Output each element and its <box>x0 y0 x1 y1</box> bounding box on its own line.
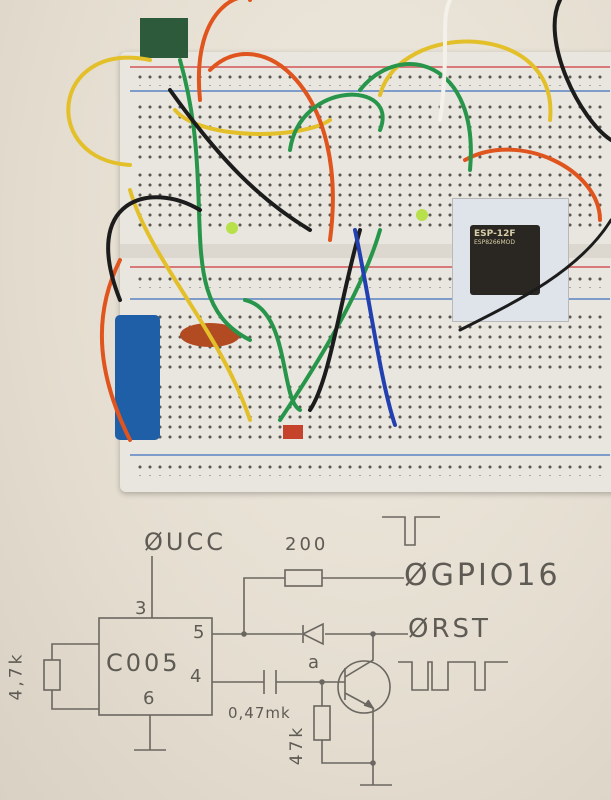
wires <box>66 0 611 442</box>
orange-wire <box>208 52 335 242</box>
black-wire <box>168 88 312 232</box>
emitter-arrow <box>363 699 375 710</box>
blue-wire <box>353 228 397 427</box>
junction-dot <box>241 631 247 637</box>
resistor-bottom-value: 47k <box>287 724 308 766</box>
terminal-holes <box>135 382 605 442</box>
junction-dot <box>370 631 376 637</box>
resistor-left <box>43 659 61 691</box>
sensor-module <box>140 18 188 58</box>
chip-label: C005 <box>106 649 181 677</box>
orange-wire <box>463 147 602 222</box>
yellow-wire <box>128 188 252 422</box>
pin-6-label: 6 <box>143 688 158 709</box>
black-wire <box>106 195 202 302</box>
ground-symbol <box>321 682 392 786</box>
rail-holes <box>135 462 605 476</box>
green-wire <box>288 92 385 152</box>
supply-label: ØUCC <box>144 528 226 556</box>
resistor-top-value: 200 <box>285 534 329 555</box>
led-green-left <box>226 222 238 234</box>
green-wire <box>178 58 252 342</box>
yellow-wire <box>66 55 152 167</box>
yellow-wire <box>378 39 553 122</box>
resistor-top <box>284 569 323 587</box>
yellow-wire <box>173 108 332 136</box>
gpio-wire <box>243 577 404 634</box>
ground-symbol <box>134 715 166 751</box>
reset-waveform <box>398 661 508 691</box>
green-wire <box>278 228 382 422</box>
black-wire <box>308 228 362 412</box>
resistor-left-wire <box>51 643 99 710</box>
black-wire <box>458 218 611 332</box>
module-name: ESP-12F <box>474 229 516 239</box>
junction-dot <box>319 679 325 685</box>
blue-module <box>115 315 160 440</box>
green-wire <box>243 298 302 412</box>
diode-symbol <box>301 622 324 646</box>
capacitor-value: 0,47mk <box>228 704 291 722</box>
white-wire <box>438 0 452 122</box>
power-rail-negative <box>130 454 610 456</box>
resistor-left-value: 4,7k <box>6 651 27 701</box>
power-rail-negative <box>130 90 610 92</box>
chip-box <box>98 617 213 716</box>
capacitor-symbol <box>212 670 345 694</box>
black-wire <box>552 0 611 142</box>
transistor-body <box>337 660 391 714</box>
pin-3-label: 3 <box>135 598 150 619</box>
orange-wire <box>99 258 132 442</box>
reset-label: ØRST <box>408 614 491 644</box>
led-green-right <box>416 209 428 221</box>
power-rail-positive <box>130 66 610 68</box>
orange-wire <box>196 0 252 102</box>
esp-12f-module: ESP-12F ESP8266MOD <box>470 225 540 295</box>
module-model: ESP8266MOD <box>474 239 516 246</box>
pin-4-label: 4 <box>190 666 205 687</box>
gpio-label: ØGPIO16 <box>404 558 561 593</box>
green-wire <box>358 62 473 172</box>
node-a-label: a <box>308 652 323 673</box>
resistor-bottom <box>313 705 331 741</box>
power-rail-positive <box>130 266 610 268</box>
pulse-waveform <box>382 516 440 546</box>
pin-5-label: 5 <box>193 622 208 643</box>
red-component <box>283 425 303 439</box>
junction-dot <box>370 760 376 766</box>
